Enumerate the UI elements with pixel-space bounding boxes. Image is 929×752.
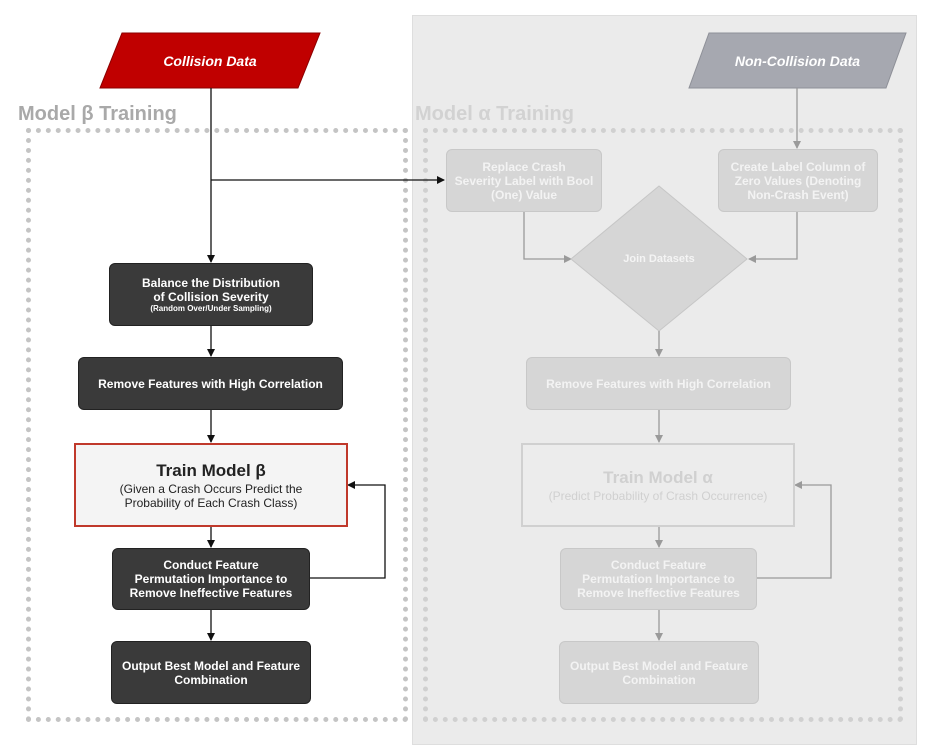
output-alpha-line1: Output Best Model and Feature [569,658,748,673]
remove-features-beta-label: Remove Features with High Correlation [98,376,323,391]
replace-line1: Replace Crash [482,159,566,174]
permute-beta-line1: Conduct Feature [163,558,259,572]
create-line3: Non-Crash Event) [747,187,849,202]
output-alpha-line2: Combination [622,672,696,687]
create-line2: Zero Values (Denoting [734,173,862,188]
balance-distribution-box: Balance the Distribution of Collision Se… [109,263,313,326]
train-model-alpha-box: Train Model α (Predict Probability of Cr… [521,443,795,527]
output-beta-line2: Combination [174,672,248,687]
non-collision-data-input [688,32,907,89]
replace-line3: (One) Value [490,187,558,202]
output-best-model-alpha-box: Output Best Model and Feature Combinatio… [559,641,759,704]
alpha-section-frame [423,128,903,722]
arrow-create-to-join [748,212,798,263]
replace-line2: Severity Label with Bool [454,173,594,188]
arrow-permute-loop-alpha [757,481,832,579]
join-datasets-label: Join Datasets [623,253,695,265]
beta-section-frame [26,128,408,722]
remove-features-alpha-label: Remove Features with High Correlation [546,376,771,391]
alpha-section-title: Model α Training [415,103,574,125]
beta-section-title: Model β Training [18,103,177,125]
collision-data-input [99,32,321,89]
permutation-importance-alpha-box: Conduct Feature Permutation Importance t… [560,548,757,610]
remove-features-beta-box: Remove Features with High Correlation [78,357,343,410]
balance-line2: of Collision Severity [153,289,269,304]
train-model-beta-box: Train Model β (Given a Crash Occurs Pred… [74,443,348,527]
permute-beta-line3: Remove Ineffective Features [129,586,293,600]
train-model-beta-sub1: (Given a Crash Occurs Predict the [119,482,303,496]
arrow-replace-to-join [523,212,572,263]
replace-label-box: Replace Crash Severity Label with Bool (… [446,149,602,212]
permutation-importance-beta-box: Conduct Feature Permutation Importance t… [112,548,310,610]
train-model-alpha-title: Train Model α [603,468,713,487]
permute-alpha-line1: Conduct Feature [610,558,707,572]
train-model-alpha-sub: (Predict Probability of Crash Occurrence… [548,489,768,503]
permute-beta-line2: Permutation Importance to [134,572,288,586]
remove-features-alpha-box: Remove Features with High Correlation [526,357,791,410]
output-beta-line1: Output Best Model and Feature [121,658,300,673]
train-model-beta-title: Train Model β [156,461,266,480]
permute-alpha-line2: Permutation Importance to [582,572,735,586]
output-best-model-beta-box: Output Best Model and Feature Combinatio… [111,641,311,704]
create-line1: Create Label Column of [730,159,866,174]
balance-subtitle: (Random Over/Under Sampling) [150,303,272,313]
arrow-permute-loop-beta [310,481,386,579]
create-label-column-box: Create Label Column of Zero Values (Deno… [718,149,878,212]
train-model-beta-sub2: Probability of Each Crash Class) [124,496,298,510]
balance-line1: Balance the Distribution [141,275,281,290]
permute-alpha-line3: Remove Ineffective Features [577,586,740,600]
